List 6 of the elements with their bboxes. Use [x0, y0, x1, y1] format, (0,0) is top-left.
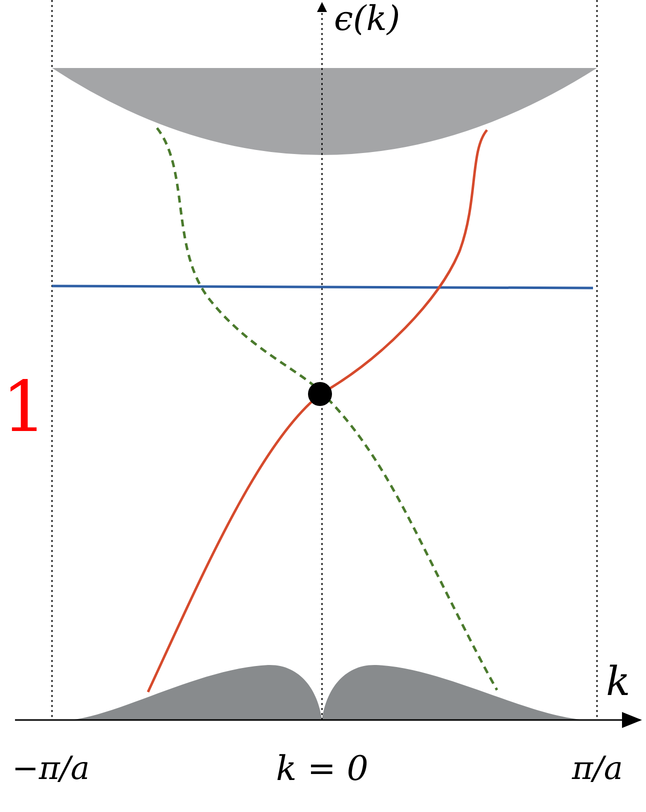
- tick-label: π/a: [572, 752, 623, 784]
- tick-label: k = 0: [276, 752, 368, 786]
- tick-label: −π/a: [12, 752, 90, 784]
- axis-label: k: [606, 662, 630, 702]
- figure-number: 1: [2, 372, 47, 442]
- axis-label: ϵ(k): [334, 2, 400, 36]
